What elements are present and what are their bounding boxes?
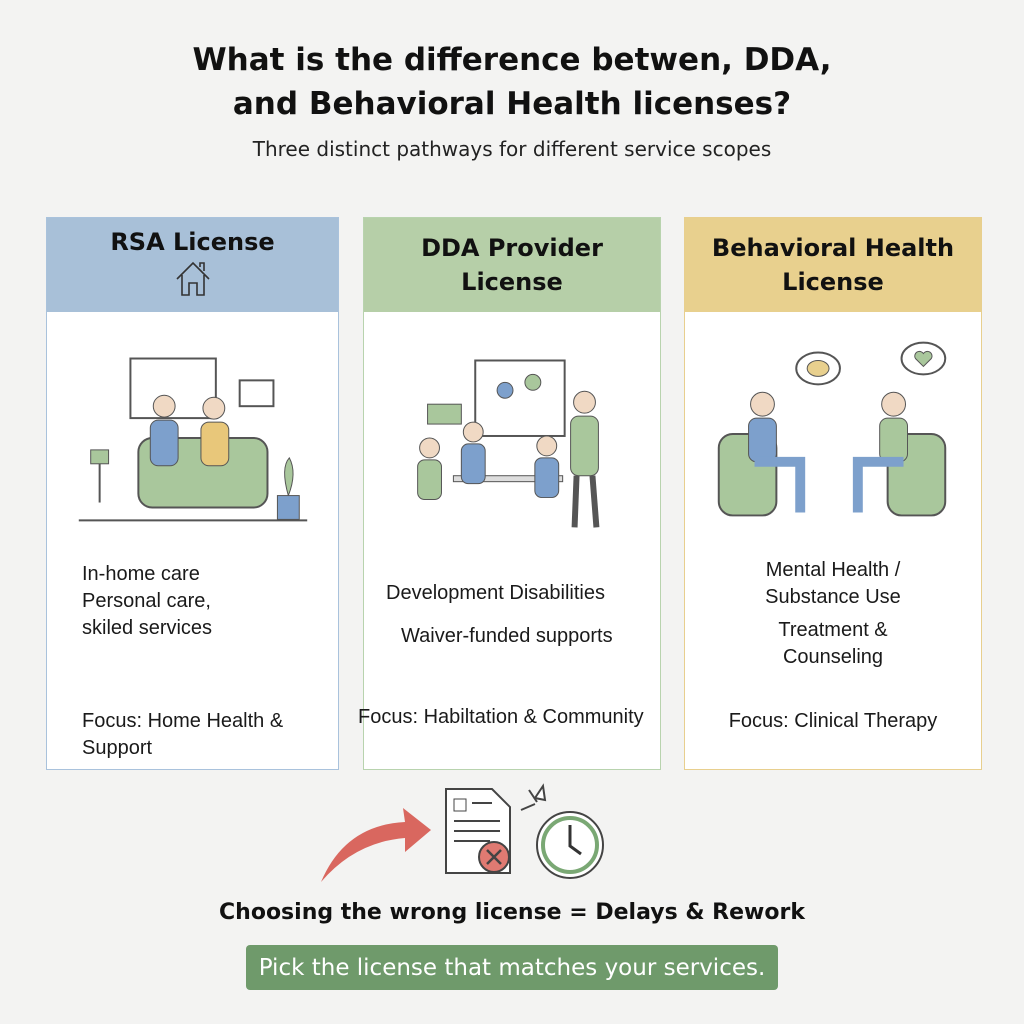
rejected-document-icon [445, 788, 511, 874]
page-title: What is the difference betwen, DDA, and … [0, 38, 1024, 126]
title-line-1: What is the difference betwen, DDA, [192, 42, 832, 78]
desc-line: Counseling [782, 646, 884, 668]
dda-license-card: DDA Provider License Development Disabil… [358, 217, 661, 770]
caregiver-illustration [78, 357, 308, 522]
card-header: Behavioral Health License [685, 218, 981, 312]
card-title: License [461, 268, 563, 296]
focus-line: Focus: Home Health & [82, 710, 284, 732]
focus-line: Support [82, 737, 153, 759]
subtitle: Three distinct pathways for different se… [252, 137, 772, 161]
desc-line: Waiver-funded supports [401, 625, 613, 647]
focus-line: Focus: Clinical Therapy [728, 710, 938, 732]
card-header: RSA License [47, 218, 338, 312]
card-title: Behavioral Health [711, 234, 955, 262]
desc-line: Personal care, [82, 590, 211, 612]
behavioral-health-license-card: Behavioral Health License Mental Health … [684, 217, 982, 770]
focus-line: Focus: Habiltation & Community [358, 706, 644, 728]
desc-line: skiled services [82, 617, 213, 639]
rsa-license-card: RSA License In-home care Personal care, … [46, 217, 339, 770]
cta-text: Pick the license that matches your servi… [258, 954, 766, 981]
cta-banner: Pick the license that matches your servi… [246, 945, 778, 990]
card-title: DDA Provider [421, 234, 603, 262]
desc-line: Mental Health / [765, 559, 901, 581]
card-description: Development Disabilities Waiver-funded s… [386, 580, 613, 650]
card-focus: Focus: Clinical Therapy [685, 708, 981, 735]
card-title: License [782, 268, 884, 296]
desc-line: Treatment & [778, 619, 888, 641]
desc-line: Substance Use [765, 586, 901, 608]
card-header: DDA Provider License [364, 218, 660, 312]
card-focus: Focus: Habiltation & Community [358, 704, 644, 731]
title-line-2: and Behavioral Health licenses? [232, 86, 792, 122]
group-support-illustration [417, 359, 600, 528]
card-focus: Focus: Home Health & Support [82, 708, 283, 762]
red-arrow-icon [321, 808, 431, 882]
warning-text: Choosing the wrong license = Delays & Re… [219, 900, 805, 925]
clock-icon [520, 783, 604, 879]
house-icon [175, 261, 210, 296]
card-description: In-home care Personal care, skiled servi… [82, 561, 212, 642]
card-title: RSA License [110, 228, 275, 256]
desc-line: In-home care [82, 563, 200, 585]
desc-line: Development Disabilities [386, 582, 605, 604]
therapy-session-illustration [717, 341, 947, 517]
card-description: Mental Health / Substance Use Treatment … [685, 557, 981, 671]
